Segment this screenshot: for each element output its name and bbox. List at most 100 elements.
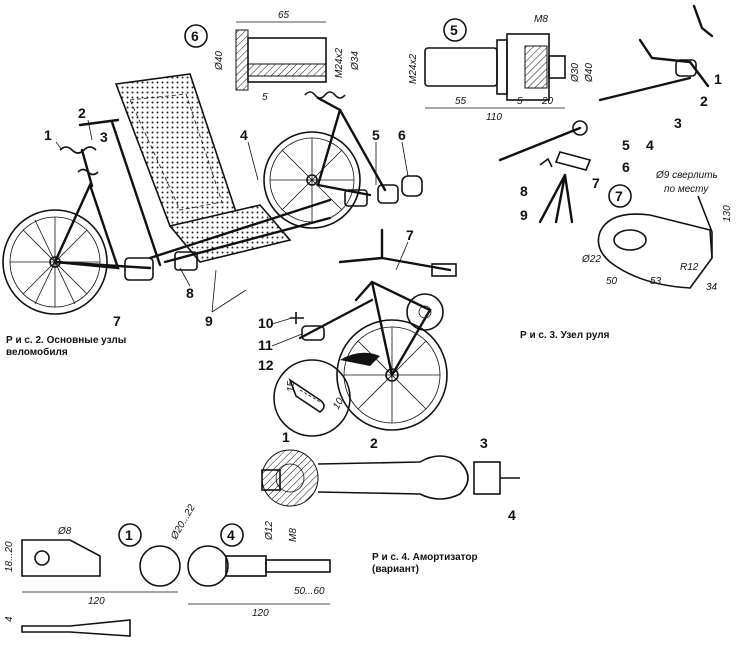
fig3-callout: 3 xyxy=(674,115,682,131)
axle-bracket xyxy=(344,189,368,207)
shock-end xyxy=(473,461,501,495)
fig2-caption: Р и с. 2. Основные узлы xyxy=(6,335,126,346)
part4-shaft xyxy=(225,555,267,577)
steering-rod xyxy=(598,76,692,102)
part7-dim: 53 xyxy=(650,276,662,287)
tie-rod xyxy=(298,298,374,340)
part7-hole xyxy=(613,229,647,251)
part1-number: 1 xyxy=(125,527,133,543)
part5-dim: 5 xyxy=(517,96,523,107)
part6-marker xyxy=(184,24,208,48)
part1-dim: 120 xyxy=(88,596,105,607)
rear-bracket xyxy=(124,257,154,281)
part5-drawing: 5 M8 M24x2 Ø30 Ø40 55 5 20 110 xyxy=(408,14,595,123)
fig2-callout: 7 xyxy=(113,313,121,329)
part7-tab xyxy=(697,195,713,258)
link-rod xyxy=(498,126,582,162)
fig4-callout: 3 xyxy=(480,435,488,451)
part7-note-2: по месту xyxy=(664,184,709,195)
fig4-callout: 4 xyxy=(508,507,516,523)
part5-number: 5 xyxy=(450,22,458,38)
fig2-callout: 3 xyxy=(100,129,108,145)
rear-frame xyxy=(53,181,120,270)
part6-dim: Ø34 xyxy=(350,51,361,71)
shock-spring-1 xyxy=(59,146,97,154)
fig4-caption: Р и с. 4. Амортизатор xyxy=(372,552,478,563)
seat-back-frame xyxy=(129,93,223,211)
fig3-callout: 8 xyxy=(520,183,528,199)
fig2-callout: 8 xyxy=(186,285,194,301)
part6-body xyxy=(247,37,327,83)
part5-dim: 20 xyxy=(541,96,554,107)
top-tube xyxy=(78,118,120,127)
part7-dim: R12 xyxy=(680,262,699,273)
main-beam-lower xyxy=(163,216,332,264)
chainring xyxy=(406,293,444,331)
part7-drawing: 7 Ø9 сверлить по месту 130 Ø22 50 53 R12… xyxy=(581,170,733,293)
part4-thread xyxy=(265,559,331,573)
fig2-callout: 9 xyxy=(205,313,213,329)
chain-stay xyxy=(53,260,152,270)
fig4-callout: 2 xyxy=(370,435,378,451)
fig3-callout: 7 xyxy=(592,175,600,191)
steering-lever xyxy=(638,38,710,88)
seat-bottom xyxy=(168,204,292,263)
part5-dim: M8 xyxy=(534,14,548,25)
part4-drawing: 4 Ø12 M8 50...60 120 xyxy=(187,521,331,619)
front-fork-upper xyxy=(316,96,372,197)
fig3-callout: 6 xyxy=(622,159,630,175)
steering-clamp xyxy=(675,59,697,77)
front-wheel-upper xyxy=(263,131,361,229)
fig2-callout: 4 xyxy=(240,127,248,143)
detail-dim: 15 xyxy=(286,380,297,392)
part4-dim: 50...60 xyxy=(294,586,325,597)
part6-flange xyxy=(235,29,249,91)
main-beam xyxy=(148,198,332,260)
part5-dim: Ø30 xyxy=(570,63,581,83)
rod-end xyxy=(301,325,325,341)
part4-dim: 120 xyxy=(252,608,269,619)
part1-marker xyxy=(118,523,142,547)
part1-dim: 18...20 xyxy=(4,541,15,572)
detail-bubble xyxy=(273,359,351,437)
fig2-callout: 7 xyxy=(406,227,414,243)
part7-dim: 34 xyxy=(706,282,718,293)
part6-dim: 65 xyxy=(278,10,290,21)
steering-arm xyxy=(338,108,387,192)
front-frame-lower xyxy=(354,280,432,379)
fig2-callout: 11 xyxy=(258,337,273,353)
slot-detail xyxy=(288,377,325,413)
fork-legs xyxy=(538,173,574,224)
part4-dim: M8 xyxy=(288,528,299,542)
fig2-callout: 6 xyxy=(398,127,406,143)
part7-note: Ø9 сверлить xyxy=(655,170,718,181)
part6-drawing: 6 65 Ø40 M24x2 Ø34 5 xyxy=(184,10,361,103)
fig4-caption-2: (вариант) xyxy=(372,564,419,575)
fig2-caption-2: веломобиля xyxy=(6,346,68,358)
fig3-steering-unit: 1 2 3 4 5 6 7 8 9 Р и с. 3. Узел руля xyxy=(498,4,722,341)
shock-spring-2 xyxy=(77,168,99,176)
pedal xyxy=(431,263,457,277)
part5-dim: M24x2 xyxy=(408,54,419,84)
part7-dim: Ø22 xyxy=(581,254,601,265)
part1-hole xyxy=(34,550,50,566)
pivot-sleeve xyxy=(377,184,399,204)
part5-thread xyxy=(424,47,498,87)
part4-number: 4 xyxy=(227,527,235,543)
fig3-caption: Р и с. 3. Узел руля xyxy=(520,330,610,341)
part4-ball xyxy=(187,545,229,587)
part1-side-view xyxy=(21,619,131,637)
part6-dim: 5 xyxy=(262,92,268,103)
part5-dim: 110 xyxy=(486,112,502,123)
fig4-callout: 1 xyxy=(282,429,290,445)
part6-number: 6 xyxy=(191,28,199,44)
pin xyxy=(539,157,553,168)
part1-dim: Ø8 xyxy=(57,526,72,537)
part7-dim: 50 xyxy=(606,276,618,287)
fig2-callout: 10 xyxy=(258,315,274,331)
seat-support xyxy=(110,120,162,267)
fig3-callout: 2 xyxy=(700,93,708,109)
part1-drawing: 1 Ø8 Ø20...22 18...20 120 4 xyxy=(4,502,198,637)
